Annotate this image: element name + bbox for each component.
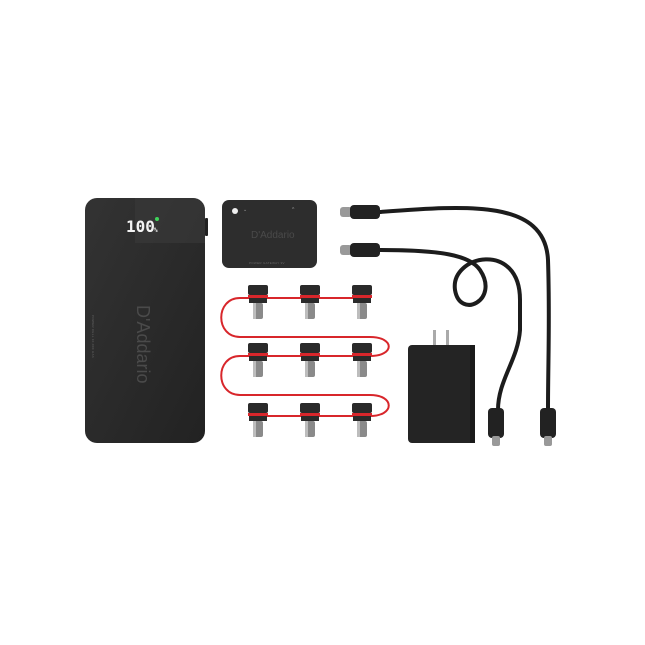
gateway-logo: D'Addario xyxy=(251,230,295,241)
chevron-up-icon: ^ xyxy=(292,207,295,213)
led-icon xyxy=(232,208,238,214)
dc-connectors xyxy=(248,285,372,437)
charge-indicator-icon xyxy=(155,217,159,221)
usb-c-cables xyxy=(340,205,556,446)
power-bank: 100 % D'Addario POWER CELL 10,000 mAh xyxy=(85,198,208,443)
battery-display-unit: % xyxy=(154,227,158,234)
battery-display: 100 xyxy=(126,217,155,236)
wall-charger xyxy=(408,330,475,443)
power-bank-logo: D'Addario xyxy=(133,305,153,383)
chevron-down-icon: ⌄ xyxy=(243,207,247,213)
power-gateway: ⌄ ^ D'Addario POWER GATEWAY 9V xyxy=(222,200,317,268)
power-bank-label: POWER CELL 10,000 mAh xyxy=(91,315,95,358)
gateway-label: POWER GATEWAY 9V xyxy=(249,261,285,265)
